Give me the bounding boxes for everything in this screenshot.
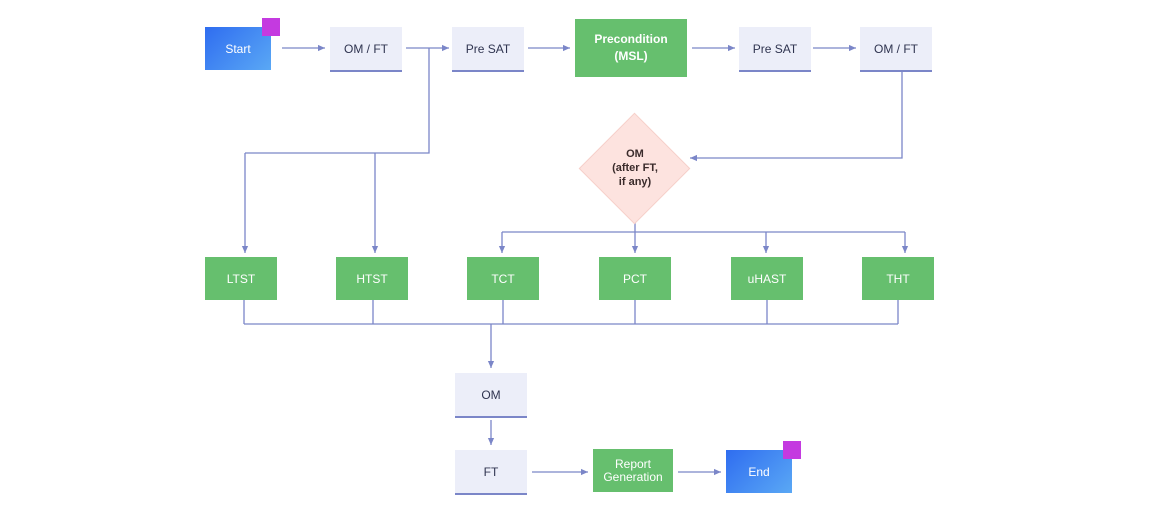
start-label: Start bbox=[225, 41, 251, 56]
uhast-node: uHAST bbox=[731, 257, 803, 300]
tct-label: TCT bbox=[491, 271, 515, 286]
om-ft-label-1: OM / FT bbox=[344, 41, 388, 56]
arrow-omft-to-decision bbox=[690, 72, 903, 162]
tht-node: THT bbox=[862, 257, 934, 300]
report-generation-node: Report Generation bbox=[593, 449, 673, 492]
precondition-node: Precondition (MSL) bbox=[575, 19, 687, 77]
ft-label: FT bbox=[483, 464, 499, 479]
line-omft-branch bbox=[245, 48, 430, 154]
end-label: End bbox=[748, 464, 770, 479]
htst-label: HTST bbox=[356, 271, 388, 286]
om-ft-node-2: OM / FT bbox=[860, 27, 932, 72]
uhast-label: uHAST bbox=[747, 271, 787, 286]
ft-node: FT bbox=[455, 450, 527, 495]
ltst-node: LTST bbox=[205, 257, 277, 300]
pre-sat-label-1: Pre SAT bbox=[465, 41, 511, 56]
pre-sat-node-1: Pre SAT bbox=[452, 27, 524, 72]
pre-sat-node-2: Pre SAT bbox=[739, 27, 811, 72]
htst-node: HTST bbox=[336, 257, 408, 300]
om-decision-label: OM (after FT, if any) bbox=[612, 148, 658, 188]
report-generation-label: Report Generation bbox=[603, 456, 663, 484]
end-marker-icon bbox=[783, 441, 801, 459]
end-node: End bbox=[726, 450, 792, 493]
pct-label: PCT bbox=[623, 271, 647, 286]
tct-node: TCT bbox=[467, 257, 539, 300]
start-marker-icon bbox=[262, 18, 280, 36]
start-node: Start bbox=[205, 27, 271, 70]
om-label: OM bbox=[481, 387, 501, 402]
tht-label: THT bbox=[886, 271, 910, 286]
precondition-label: Precondition (MSL) bbox=[594, 32, 668, 63]
ltst-label: LTST bbox=[226, 271, 256, 286]
om-ft-node-1: OM / FT bbox=[330, 27, 402, 72]
om-ft-label-2: OM / FT bbox=[874, 41, 918, 56]
om-node: OM bbox=[455, 373, 527, 418]
pre-sat-label-2: Pre SAT bbox=[752, 41, 798, 56]
pct-node: PCT bbox=[599, 257, 671, 300]
